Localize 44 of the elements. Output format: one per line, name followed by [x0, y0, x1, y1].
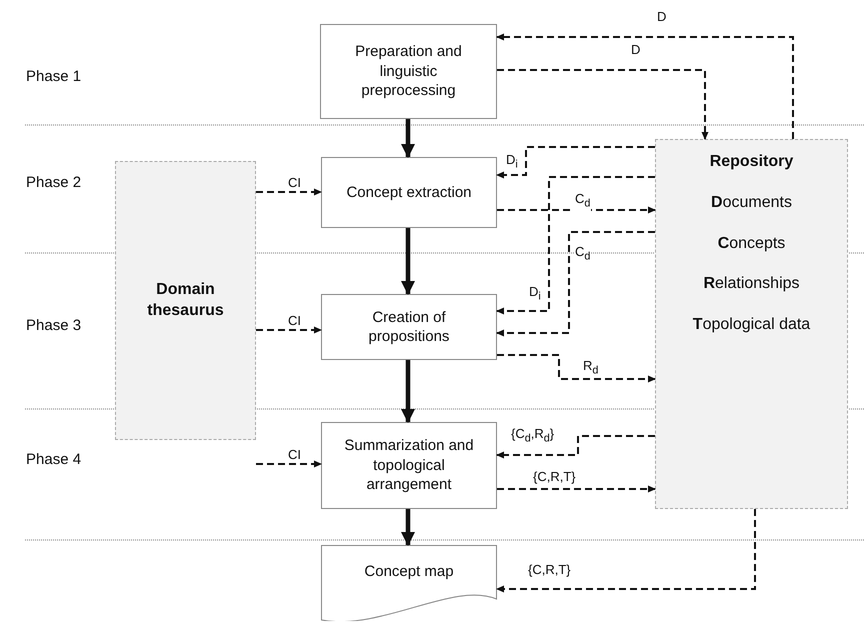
repository-item: Documents: [711, 192, 792, 213]
repository-item: Relationships: [703, 274, 800, 294]
arrow: [496, 146, 655, 178]
arrow: [497, 69, 708, 140]
node-text: Domain thesaurus: [146, 280, 225, 320]
repository-item: Topological data: [692, 315, 810, 336]
edge-label: CI: [287, 176, 302, 190]
node-text: Preparation and linguistic preprocessing: [354, 42, 463, 101]
edge-label: {C,R,T}: [532, 470, 577, 484]
arrow: [496, 509, 756, 592]
arrow: [496, 231, 655, 336]
edge-label: {C,R,T}: [527, 563, 572, 578]
arrow: [401, 228, 415, 295]
process-box: [321, 294, 497, 360]
process-box: [320, 24, 497, 119]
repository-heading: Repository: [710, 152, 794, 172]
thesaurus-box: [115, 161, 256, 440]
node-text: Concept extraction: [346, 182, 472, 202]
arrow: [496, 176, 655, 314]
arrow: [401, 360, 415, 423]
process-box: [321, 422, 497, 509]
arrow: [497, 354, 656, 382]
node-text: Creation of propositions: [368, 308, 450, 346]
arrow: [497, 486, 656, 492]
arrow: [256, 460, 322, 468]
edge-label: C$_{d}$: [574, 192, 592, 210]
node-text: Summarization and topological arrangement: [343, 436, 475, 495]
edge-label: CI: [287, 448, 302, 462]
phase-label: Phase 2: [26, 174, 82, 191]
document-shape: [321, 545, 497, 621]
arrow: [496, 34, 794, 139]
phase-label: Phase 3: [26, 317, 82, 334]
repository-item: Concepts: [718, 234, 786, 254]
phase-label: Phase 4: [26, 451, 82, 468]
arrow: [497, 206, 656, 214]
edge-label: CI: [287, 314, 302, 328]
arrow: [401, 119, 415, 158]
arrow: [256, 188, 322, 196]
repository-box: [655, 139, 848, 509]
arrow: [256, 326, 322, 334]
phase-label: Phase 1: [26, 68, 82, 85]
node-text: Concept map: [364, 562, 454, 582]
arrow: [496, 435, 655, 458]
process-box: [321, 157, 497, 228]
